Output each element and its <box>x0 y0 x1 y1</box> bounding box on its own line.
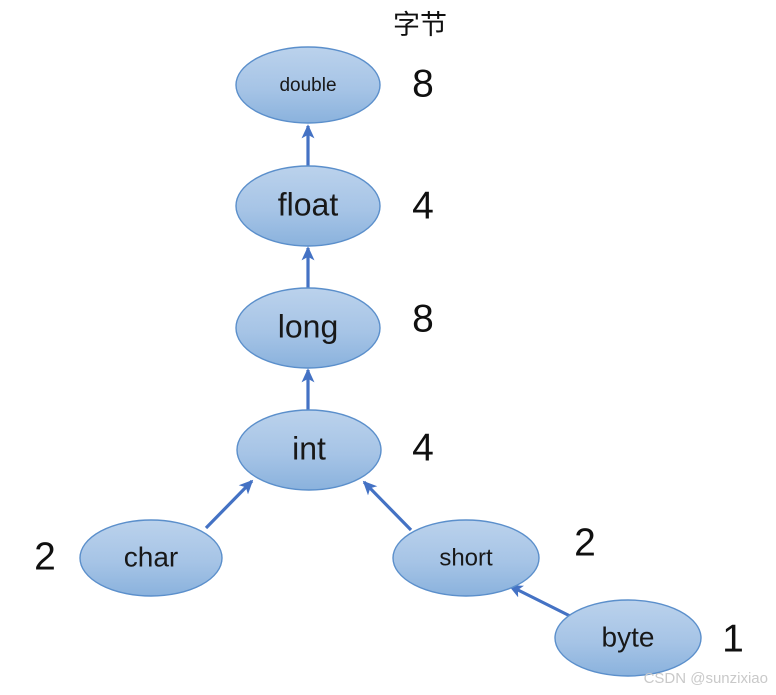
node-float-label: float <box>278 186 339 222</box>
byte-count-int: 4 <box>412 426 434 469</box>
node-long-label: long <box>278 308 339 344</box>
node-double[interactable]: double <box>235 46 381 124</box>
csdn-watermark: CSDN @sunzixiao <box>644 670 768 687</box>
node-short-shape[interactable] <box>392 519 540 597</box>
byte-count-float: 4 <box>412 184 434 227</box>
edge-byte-to-short <box>508 584 571 618</box>
byte-count-char: 2 <box>34 535 56 578</box>
byte-count-long: 8 <box>412 297 434 340</box>
node-char-shape[interactable] <box>79 519 223 597</box>
node-char-label: char <box>124 541 178 572</box>
node-int[interactable]: int <box>236 409 382 491</box>
edge-char-to-int <box>204 479 254 530</box>
node-short[interactable]: short <box>392 519 540 597</box>
header-bytes-label: 字节 <box>393 10 447 40</box>
byte-count-double: 8 <box>412 62 434 105</box>
byte-size-group: 8 4 8 4 2 2 1 <box>34 62 744 660</box>
node-int-shape[interactable] <box>236 409 382 491</box>
node-long-shape[interactable] <box>235 287 381 369</box>
byte-count-short: 2 <box>574 521 596 564</box>
node-float-shape[interactable] <box>235 165 381 247</box>
node-long[interactable]: long <box>235 287 381 369</box>
node-byte[interactable]: byte <box>554 599 702 677</box>
node-byte-shape[interactable] <box>554 599 702 677</box>
node-float[interactable]: float <box>235 165 381 247</box>
edge-group <box>204 124 571 618</box>
byte-count-byte: 1 <box>722 617 744 660</box>
edge-short-to-int <box>362 480 413 532</box>
node-int-label: int <box>292 430 326 466</box>
node-short-label: short <box>439 544 493 571</box>
node-double-shape[interactable] <box>235 46 381 124</box>
node-double-label: double <box>279 75 336 96</box>
node-byte-label: byte <box>602 621 655 652</box>
node-char[interactable]: char <box>79 519 223 597</box>
